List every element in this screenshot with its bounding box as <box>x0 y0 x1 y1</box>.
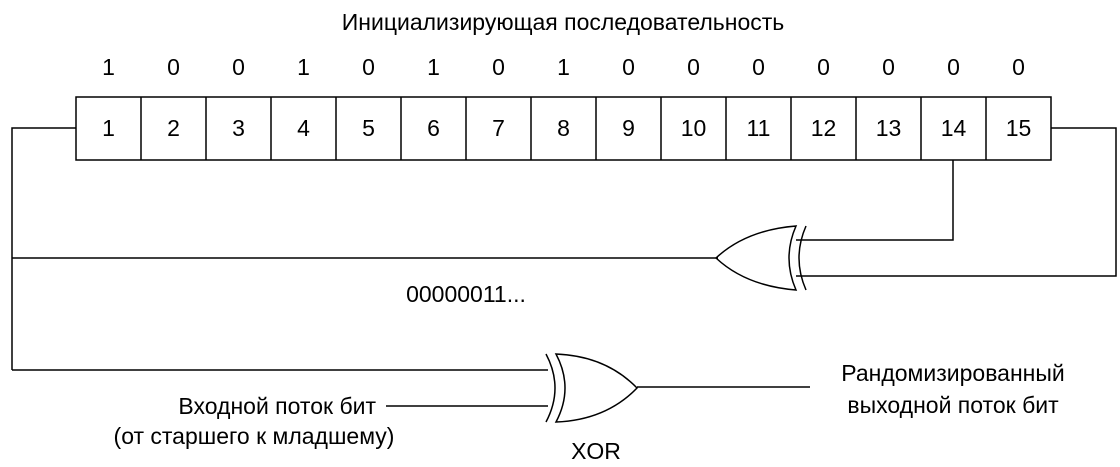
register-cell: 14 <box>940 115 967 141</box>
init-bit: 0 <box>882 54 895 80</box>
register-cell: 15 <box>1005 115 1032 141</box>
register-cell: 9 <box>622 115 635 141</box>
init-bit: 0 <box>362 54 375 80</box>
output-stream-label-line1: Рандомизированный <box>841 360 1065 386</box>
register-cell: 8 <box>557 115 570 141</box>
input-stream-label-line2: (от старшего к младшему) <box>113 423 395 449</box>
register-cell: 2 <box>167 115 180 141</box>
register-cell: 11 <box>746 115 771 141</box>
init-sequence-title: Инициализирующая последовательность <box>341 9 785 35</box>
init-bit: 0 <box>947 54 960 80</box>
feedback-sequence-label: 00000011... <box>406 281 526 307</box>
init-bit: 1 <box>297 54 310 80</box>
init-bit: 0 <box>752 54 765 80</box>
feedback-xor-gate-icon <box>714 225 807 291</box>
init-bit: 0 <box>167 54 180 80</box>
register-cell: 3 <box>232 115 245 141</box>
register-cell: 12 <box>810 115 837 141</box>
init-bit: 1 <box>102 54 115 80</box>
register-cell: 1 <box>102 115 115 141</box>
register-cell: 5 <box>362 115 375 141</box>
xor-gate-icon <box>545 353 639 423</box>
init-bit: 0 <box>232 54 245 80</box>
register-cell: 4 <box>297 115 310 141</box>
feedback-wires <box>11 127 1117 407</box>
xor-gate-label: XOR <box>571 438 621 464</box>
register-cell: 10 <box>680 115 707 141</box>
register-cell: 7 <box>492 115 505 141</box>
init-bit: 1 <box>427 54 440 80</box>
register-cell: 13 <box>875 115 902 141</box>
init-bit: 0 <box>817 54 830 80</box>
input-stream-label-line1: Входной поток бит <box>178 393 376 419</box>
init-bit: 0 <box>492 54 505 80</box>
init-bit: 0 <box>1012 54 1025 80</box>
init-bit: 0 <box>687 54 700 80</box>
output-stream-label-line2: выходной поток бит <box>847 392 1059 418</box>
init-bit: 0 <box>622 54 635 80</box>
register-cell: 6 <box>427 115 440 141</box>
init-bit: 1 <box>557 54 570 80</box>
